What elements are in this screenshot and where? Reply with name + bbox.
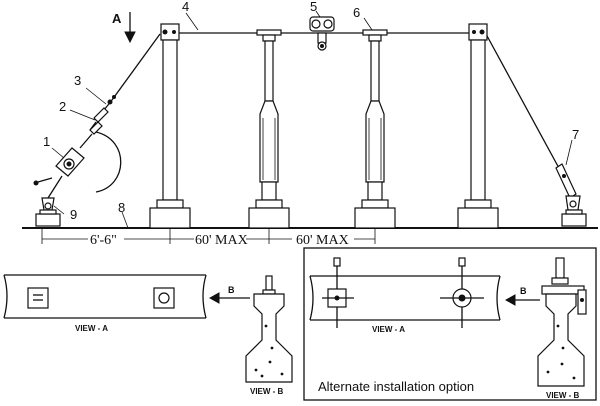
- part-label-6: 6: [353, 5, 360, 20]
- part-leaders: [51, 10, 573, 229]
- dimension-lines: [41, 229, 376, 244]
- view-arrow-a-label: A: [112, 11, 122, 26]
- left-view-a-panel: [3, 274, 207, 319]
- alt-view-a-panel: [309, 257, 501, 328]
- main-cable: [111, 32, 561, 171]
- alt-view-a-label: VIEW - A: [372, 325, 405, 334]
- part-label-2: 2: [59, 99, 66, 114]
- dimension-span-1: 60' MAX: [195, 233, 248, 248]
- left-anchor-assembly: [33, 95, 122, 227]
- dimension-span-2: 60' MAX: [296, 233, 349, 248]
- part-label-5: 5: [310, 0, 317, 14]
- left-view-b-label: VIEW - B: [250, 387, 284, 396]
- alt-view-b-section: [537, 257, 587, 387]
- left-view-b-arrow: B: [208, 285, 250, 304]
- end-post-right: [457, 23, 499, 229]
- part-label-8: 8: [118, 200, 125, 215]
- alt-view-b-arrow-label: B: [520, 286, 527, 296]
- part-numbers: 4 5 6 7 3 2 1 8 9: [43, 0, 579, 222]
- part-label-3: 3: [74, 73, 81, 88]
- intermediate-post-1: [248, 29, 290, 229]
- alt-view-b-arrow: B: [504, 286, 540, 306]
- alternate-caption: Alternate installation option: [318, 379, 474, 394]
- right-anchor-assembly: [555, 163, 587, 227]
- part-label-4: 4: [182, 0, 189, 14]
- alt-view-b-label: VIEW - B: [546, 391, 580, 400]
- part-label-9: 9: [70, 207, 77, 222]
- view-arrow-a: A: [112, 11, 136, 44]
- intermediate-post-2: [354, 29, 396, 229]
- part-label-1: 1: [43, 134, 50, 149]
- left-view-b-arrow-label: B: [228, 285, 235, 295]
- left-view-a-label: VIEW - A: [75, 324, 108, 333]
- alternate-option-box: [303, 247, 597, 401]
- part-label-7: 7: [572, 127, 579, 142]
- trolley-shuttle: [309, 16, 335, 51]
- left-view-b-section: [245, 275, 293, 383]
- end-post-left: [149, 23, 191, 229]
- dimension-end-offset: 6'-6": [90, 233, 117, 248]
